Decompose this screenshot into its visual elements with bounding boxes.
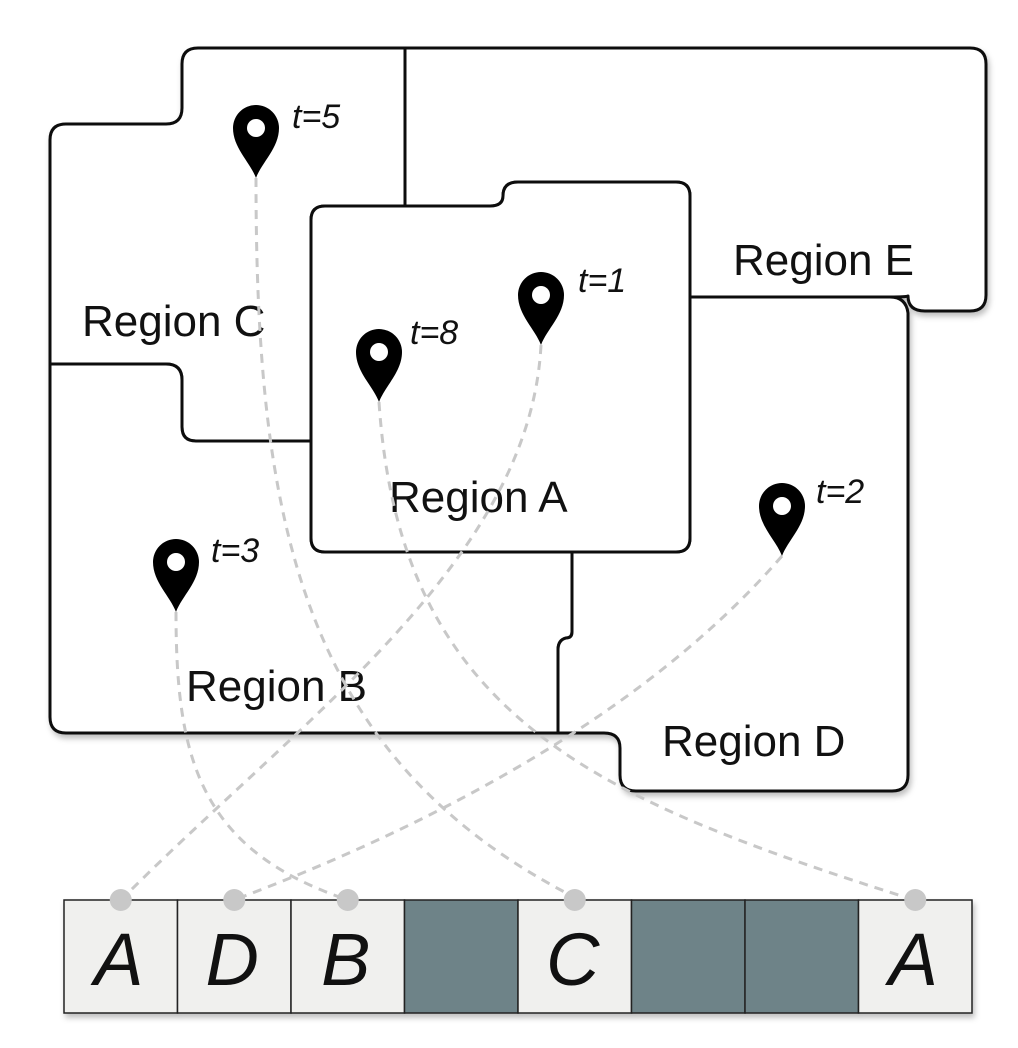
sequence-anchor-dots — [109, 889, 927, 911]
sequence-cell-2 — [176, 899, 292, 1014]
region-labels: Region C Region E Region A Region B Regi… — [82, 236, 914, 766]
pin-t1-marker-icon — [518, 272, 564, 345]
time-label-t5: t=5 — [292, 98, 340, 136]
link-t8-to-slot-8 — [377, 401, 915, 902]
sequence-letter-2: D — [206, 918, 259, 1001]
anchor-dot-5 — [563, 889, 586, 911]
region-d-shape — [556, 295, 910, 793]
sequence-letter-3: B — [321, 918, 370, 1001]
pin-t2-marker-icon — [759, 483, 805, 556]
region-label-c: Region C — [82, 297, 265, 346]
pins-layer — [153, 105, 805, 612]
pin-t5-marker-icon — [233, 105, 279, 178]
pin-t8-marker-icon — [356, 329, 402, 402]
region-a-shape — [309, 180, 692, 554]
anchor-dot-2 — [223, 889, 246, 911]
sequence-cell-6 — [630, 899, 746, 1014]
sequence-cell-8 — [857, 899, 973, 1014]
anchor-dot-3 — [336, 889, 359, 911]
sequence-letter-5: C — [546, 918, 600, 1001]
sequence-cell-3 — [290, 899, 406, 1014]
time-labels: t=5 t=1 t=8 t=2 t=3 — [211, 98, 864, 570]
region-label-a: Region A — [389, 473, 568, 522]
sequence-letter-1: A — [90, 918, 143, 1001]
sequence-strip — [63, 899, 973, 1014]
time-label-t1: t=1 — [578, 262, 626, 300]
region-label-b: Region B — [186, 662, 367, 711]
sequence-cell-7 — [744, 899, 860, 1014]
region-label-e: Region E — [733, 236, 914, 285]
sequence-cell-5 — [517, 899, 633, 1014]
sequence-cell-4 — [403, 899, 519, 1014]
pin-t3-marker-icon — [153, 539, 199, 612]
time-label-t8: t=8 — [410, 314, 458, 352]
sequence-letter-8: A — [885, 918, 938, 1001]
links-layer — [119, 177, 915, 902]
link-t2-to-slot-2 — [233, 555, 784, 902]
region-label-d: Region D — [662, 717, 845, 766]
anchor-dot-1 — [109, 889, 132, 911]
regions-layer — [48, 46, 988, 793]
anchor-dot-8 — [904, 889, 927, 911]
link-t3-to-slot-3 — [174, 611, 349, 902]
time-label-t3: t=3 — [211, 532, 259, 570]
time-label-t2: t=2 — [816, 473, 864, 511]
